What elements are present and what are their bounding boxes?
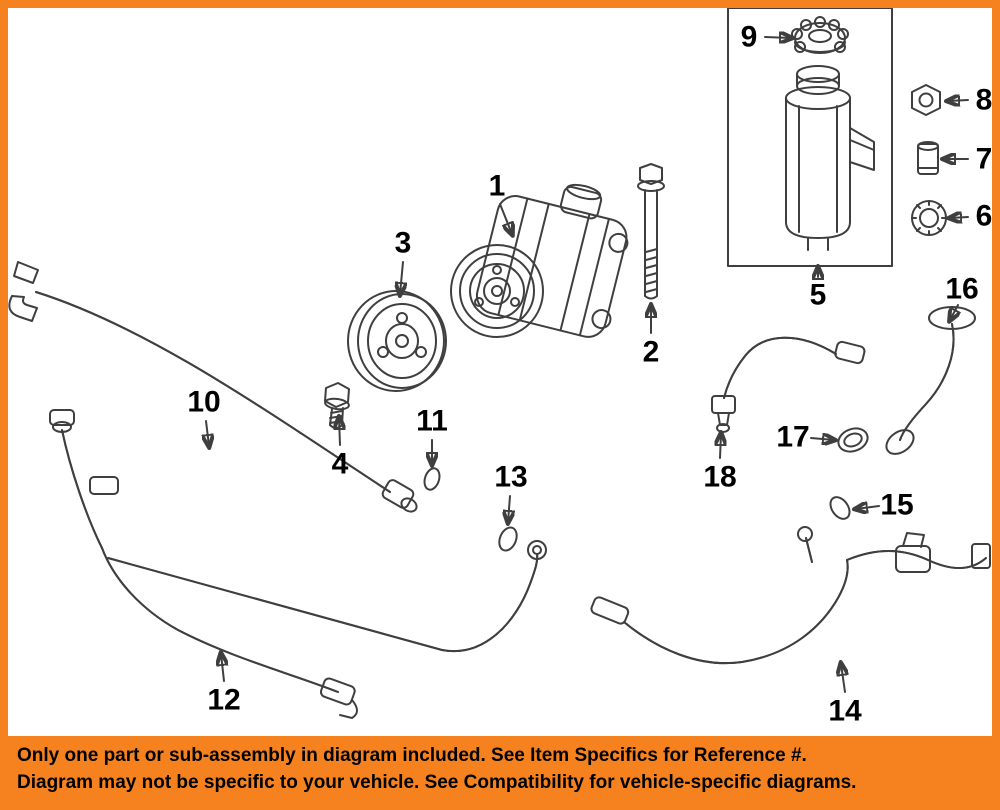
callout-arrow-1: [499, 203, 512, 234]
cooler-hose-icon: [590, 526, 991, 665]
part-number-16: 16: [945, 273, 978, 306]
pump-icon: [450, 183, 629, 338]
part-number-14: 14: [828, 695, 862, 728]
part-number-18: 18: [703, 461, 736, 494]
callout-arrow-13: [508, 495, 510, 522]
part-number-1: 1: [489, 170, 506, 203]
part-number-15: 15: [880, 489, 913, 522]
part-number-7: 7: [976, 143, 993, 176]
disclaimer-line-1: Only one part or sub-assembly in diagram…: [17, 745, 807, 766]
pressure-hose-assembly-icon: [49, 409, 547, 719]
part-number-9: 9: [741, 21, 758, 54]
part-number-10: 10: [187, 386, 220, 419]
reservoir-box: [727, 8, 893, 267]
callout-arrow-18: [720, 434, 721, 459]
callout-arrow-12: [221, 654, 224, 682]
part-number-5: 5: [810, 279, 827, 312]
callout-arrow-10: [206, 420, 209, 446]
reservoir-icon: [785, 65, 875, 251]
oring-icon: [423, 467, 441, 491]
callout-arrow-9: [764, 37, 791, 38]
part-number-8: 8: [976, 84, 993, 117]
part-number-4: 4: [332, 448, 349, 481]
part-number-17: 17: [776, 421, 809, 454]
pulley-icon: [347, 290, 447, 392]
nut-icon: [911, 84, 941, 116]
cap-icon: [911, 200, 947, 236]
bushing-icon: [917, 141, 939, 175]
disclaimer-banner: Only one part or sub-assembly in diagram…: [8, 736, 992, 802]
bolt-long-icon: [637, 163, 665, 300]
cap-insert-icon: [791, 16, 849, 54]
disclaimer-line-2: Diagram may not be specific to your vehi…: [17, 772, 857, 793]
bolt-short-icon: [324, 382, 350, 429]
callout-arrow-6: [950, 217, 969, 218]
part-number-3: 3: [395, 227, 412, 260]
hose-end-icon: [711, 336, 866, 433]
callout-arrow-4: [339, 418, 340, 446]
callout-arrow-15: [856, 506, 880, 509]
part-number-11: 11: [416, 405, 448, 438]
callout-arrow-3: [400, 261, 403, 294]
return-hose-icon: [8, 261, 418, 513]
callout-arrow-8: [948, 100, 969, 101]
part-number-13: 13: [494, 461, 527, 494]
oring-icon: [829, 496, 851, 520]
part-number-12: 12: [207, 684, 240, 717]
callout-arrow-14: [841, 664, 845, 693]
part-number-6: 6: [976, 200, 993, 233]
part-number-2: 2: [643, 336, 660, 369]
callout-arrow-16: [950, 304, 958, 320]
oring-icon: [498, 526, 518, 552]
clamp-icon: [837, 427, 869, 453]
suction-hose-icon: [885, 306, 976, 455]
callout-arrow-17: [810, 438, 834, 440]
